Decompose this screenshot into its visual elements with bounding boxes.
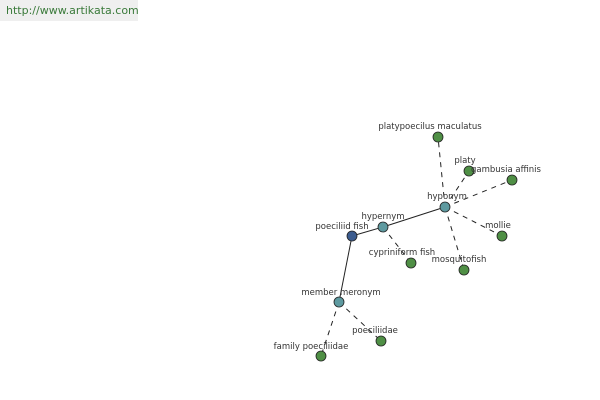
node-label-platy: platy — [454, 156, 475, 166]
nodes-layer — [315, 131, 518, 362]
node-gambusia-affinis[interactable] — [506, 174, 518, 186]
node-mosquitofish[interactable] — [458, 264, 470, 276]
node-poeciliid-fish[interactable] — [346, 230, 358, 242]
node-label-family-poeciliidae: family poeciliidae — [274, 342, 349, 352]
node-label-member-meronym: member meronym — [301, 288, 380, 298]
node-label-poeciliidae: poeciliidae — [352, 326, 398, 336]
node-platy[interactable] — [463, 165, 475, 177]
node-label-hypernym: hypernym — [361, 212, 404, 222]
node-poeciliidae[interactable] — [375, 335, 387, 347]
site-url-link[interactable]: http://www.artikata.com — [6, 4, 139, 17]
node-label-hyponym: hyponym — [427, 192, 467, 202]
node-label-gambusia-affinis: gambusia affinis — [471, 165, 542, 175]
node-label-poeciliid-fish: poeciliid fish — [315, 222, 368, 232]
node-cypriniform-fish[interactable] — [405, 257, 417, 269]
edge-hypernym-to-cypriniform-fish — [382, 226, 412, 264]
node-family-poeciliidae[interactable] — [315, 350, 327, 362]
edge-hyponym-to-mosquitofish — [444, 206, 465, 271]
edge-hyponym-to-platy — [444, 170, 470, 208]
node-label-mosquitofish: mosquitofish — [432, 255, 487, 265]
edge-hyponym-to-platypoecilus-maculatus — [437, 136, 446, 208]
node-label-platypoecilus-maculatus: platypoecilus maculatus — [378, 122, 482, 132]
node-label-mollie: mollie — [485, 221, 511, 231]
node-hyponym[interactable] — [439, 201, 451, 213]
node-mollie[interactable] — [496, 230, 508, 242]
node-label-cypriniform-fish: cypriniform fish — [369, 248, 435, 258]
edge-hyponym-to-mollie — [444, 206, 503, 237]
edge-hypernym-to-hyponym — [382, 206, 446, 228]
node-member-meronym[interactable] — [333, 296, 345, 308]
edge-hyponym-to-gambusia-affinis — [444, 179, 513, 208]
node-hypernym[interactable] — [377, 221, 389, 233]
edge-poeciliid-fish-to-member-meronym — [338, 235, 353, 303]
edges-layer — [320, 136, 513, 357]
url-banner: http://www.artikata.com — [0, 0, 139, 21]
node-platypoecilus-maculatus[interactable] — [432, 131, 444, 143]
